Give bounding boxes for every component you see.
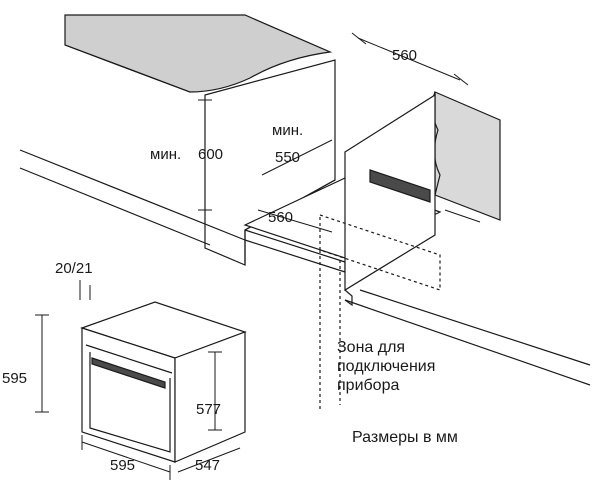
oven-handle — [91, 357, 166, 389]
oven-dimension-lines — [35, 280, 241, 480]
min-height-prefix: мин. — [150, 146, 181, 163]
connection-zone-outline — [319, 214, 441, 291]
niche-front-width-label: 560 — [268, 209, 293, 226]
min-depth-prefix: мин. — [272, 122, 303, 139]
min-height-value: 600 — [198, 146, 223, 163]
vent-slot — [369, 169, 431, 203]
connection-zone-line3: прибора — [337, 377, 399, 394]
cabinet-dimension-lines — [198, 32, 481, 233]
right-wall-panel — [434, 91, 501, 221]
oven-height-label: 595 — [2, 370, 27, 387]
min-depth-value: 550 — [275, 149, 300, 166]
gap-label: 20/21 — [55, 260, 93, 277]
oven-depth-label: 547 — [195, 457, 220, 474]
oven-side-face — [174, 331, 246, 463]
right-side-panel — [344, 93, 436, 292]
oven-width-label: 595 — [110, 457, 135, 474]
connection-zone-line1: Зона для — [337, 339, 405, 356]
connection-zone-line2: подключения — [337, 358, 435, 375]
oven — [80, 301, 247, 463]
countertop — [64, 14, 333, 93]
oven-front-height-label: 577 — [196, 401, 221, 418]
units-note: Размеры в мм — [352, 429, 458, 446]
cabinet-niche — [19, 14, 591, 410]
niche-width-label: 560 — [392, 47, 417, 64]
